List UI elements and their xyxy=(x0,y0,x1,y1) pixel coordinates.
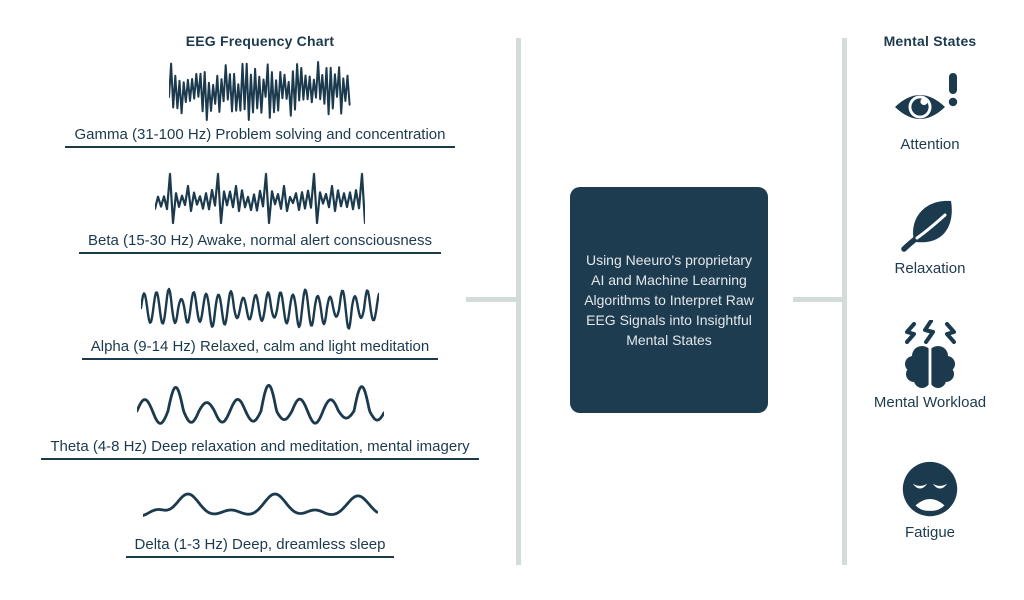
ai-interpretation-text: Using Neeuro's proprietary AI and Machin… xyxy=(584,252,754,348)
mental-states-title: Mental States xyxy=(883,33,977,49)
alpha-waveform-icon xyxy=(141,287,379,330)
state-relaxation-label: Relaxation xyxy=(894,260,966,277)
state-attention-label: Attention xyxy=(900,136,960,153)
gamma-waveform-icon xyxy=(169,61,351,121)
band-theta-label: Theta (4-8 Hz) Deep relaxation and medit… xyxy=(41,439,479,460)
left-horizontal-connector xyxy=(466,297,519,302)
band-beta: Beta (15-30 Hz) Awake, normal alert cons… xyxy=(40,170,480,254)
eeg-frequency-panel: EEG Frequency Chart Gamma (31-100 Hz) Pr… xyxy=(40,0,480,600)
state-mental-workload-label: Mental Workload xyxy=(873,394,987,411)
beta-waveform-icon xyxy=(155,172,365,225)
band-delta: Delta (1-3 Hz) Deep, dreamless sleep xyxy=(40,490,480,558)
band-delta-label: Delta (1-3 Hz) Deep, dreamless sleep xyxy=(125,537,395,558)
delta-waveform-icon xyxy=(142,492,378,517)
state-fatigue-label: Fatigue xyxy=(904,524,956,541)
ai-interpretation-box: Using Neeuro's proprietary AI and Machin… xyxy=(570,187,768,413)
right-horizontal-connector xyxy=(793,297,847,302)
band-alpha: Alpha (9-14 Hz) Relaxed, calm and light … xyxy=(40,282,480,360)
relaxation-leaf-icon xyxy=(901,200,952,252)
right-vertical-divider xyxy=(842,38,847,565)
band-gamma: Gamma (31-100 Hz) Problem solving and co… xyxy=(40,60,480,148)
band-alpha-label: Alpha (9-14 Hz) Relaxed, calm and light … xyxy=(81,339,439,360)
state-mental-workload: Mental Workload xyxy=(855,320,1005,411)
band-gamma-label: Gamma (31-100 Hz) Problem solving and co… xyxy=(65,127,455,148)
state-relaxation: Relaxation xyxy=(855,190,1005,277)
state-fatigue: Fatigue xyxy=(855,460,1005,541)
attention-eye-icon xyxy=(895,73,958,119)
eeg-chart-title: EEG Frequency Chart xyxy=(185,33,335,49)
fatigue-face-icon xyxy=(902,461,958,517)
theta-waveform-icon xyxy=(136,384,384,425)
state-attention: Attention xyxy=(855,70,1005,153)
band-theta: Theta (4-8 Hz) Deep relaxation and medit… xyxy=(40,384,480,460)
mental-states-panel: Mental States Attention Relaxation xyxy=(855,0,1005,600)
mental-workload-brain-icon xyxy=(905,320,956,388)
band-beta-label: Beta (15-30 Hz) Awake, normal alert cons… xyxy=(78,233,442,254)
